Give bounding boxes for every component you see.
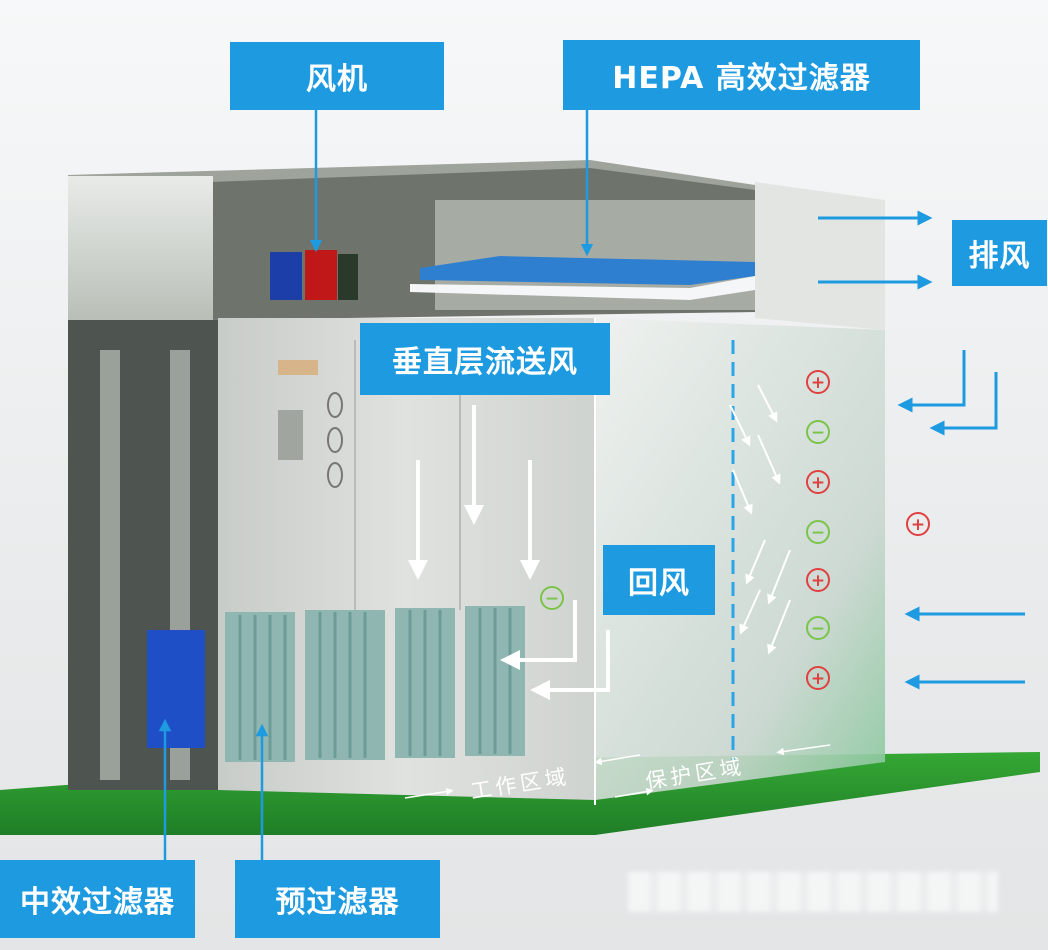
glass-wall — [595, 318, 885, 800]
fan-label: 风机 — [230, 42, 444, 110]
watermark — [628, 872, 998, 912]
pre-filter-label: 预过滤器 — [235, 860, 440, 938]
pressure-symbol: − — [811, 523, 825, 543]
diagonal-arrows — [729, 384, 791, 655]
medium-filter — [147, 630, 205, 748]
downflow-arrows — [408, 405, 540, 580]
hepa-filter — [420, 256, 755, 285]
positive-pressure-icon — [806, 666, 830, 690]
side-return-arrows — [897, 350, 998, 436]
medium-filter-label: 中效过滤器 — [0, 860, 195, 938]
positive-pressure-icon — [906, 512, 930, 536]
pressure-symbol: + — [811, 373, 825, 393]
pressure-symbol: + — [911, 515, 925, 535]
pressure-symbol: − — [545, 589, 559, 609]
negative-pressure-icon — [806, 420, 830, 444]
positive-pressure-icon — [806, 470, 830, 494]
negative-pressure-icon — [806, 616, 830, 640]
positive-pressure-icon — [806, 568, 830, 592]
pressure-markers: + − + − + − + + − — [540, 370, 930, 690]
return-arrows — [500, 600, 610, 700]
pressure-symbol: − — [811, 619, 825, 639]
negative-pressure-icon — [806, 520, 830, 544]
return-air-label: 回风 — [603, 545, 715, 615]
hepa-filter-label: HEPA 高效过滤器 — [563, 40, 920, 110]
exhaust-label: 排风 — [952, 220, 1047, 286]
exhaust-arrows — [818, 210, 933, 290]
pressure-symbol: + — [811, 473, 825, 493]
intake-arrows — [904, 606, 1025, 690]
negative-pressure-icon — [540, 586, 564, 610]
pressure-symbol: + — [811, 669, 825, 689]
fan — [270, 252, 302, 300]
pressure-symbol: + — [811, 571, 825, 591]
exhaust-box — [755, 182, 885, 330]
pressure-symbol: − — [811, 423, 825, 443]
positive-pressure-icon — [806, 370, 830, 394]
vertical-laminar-label: 垂直层流送风 — [360, 323, 610, 395]
